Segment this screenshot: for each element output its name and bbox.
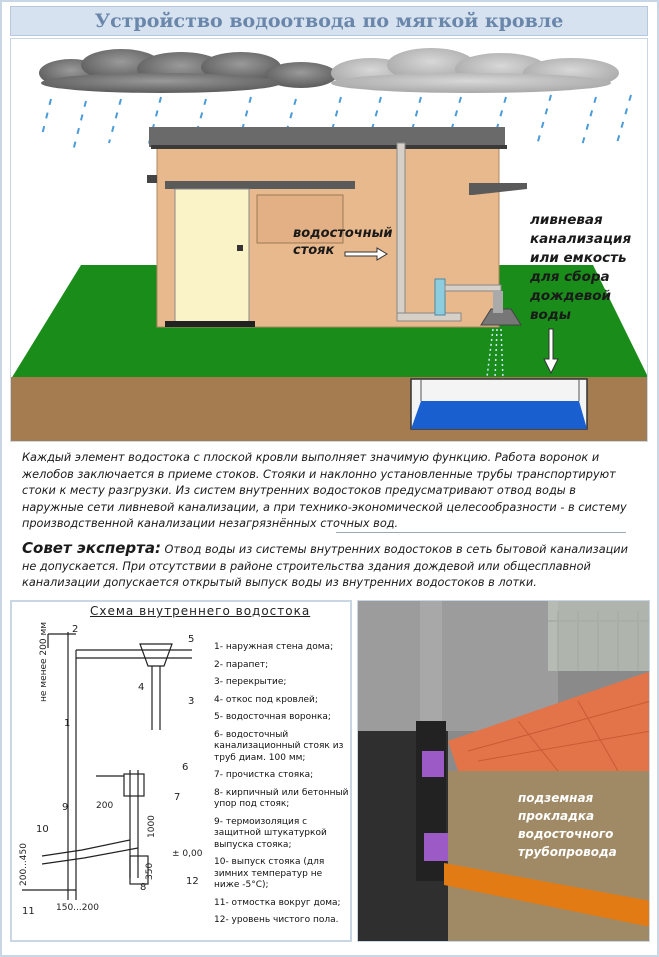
downpipe-top: [420, 601, 442, 721]
legend-item: 1- наружная стена дома;: [214, 642, 334, 652]
legend-item: 8- кирпичный или бетонный упор под стояк…: [214, 787, 349, 810]
house-drainage-illustration: водосточный стояк ливневая канализация и…: [10, 38, 648, 442]
num-10: 10: [36, 824, 49, 835]
legend-item: 9- термоизоляция с защитной штукатуркой …: [214, 816, 327, 850]
purple-fitting-bottom: [424, 833, 448, 861]
dim-200-450: 200...450: [19, 843, 29, 886]
label-storm-line4: для сбора: [530, 269, 610, 285]
label-storm-line2: канализация: [530, 231, 632, 247]
house-scene-svg: [11, 39, 647, 441]
num-2: 2: [72, 624, 78, 635]
photo-caption-line1: подземная: [518, 791, 594, 805]
schema-legend: 1- наружная стена дома; 2- парапет; 3- п…: [214, 642, 350, 933]
label-storm-line5: дождевой: [530, 288, 611, 304]
legend-item: 2- парапет;: [214, 659, 269, 670]
dim-350: 350: [145, 863, 155, 880]
num-1: 1: [64, 718, 70, 729]
paving-lines: [467, 700, 649, 772]
advice-text: Отвод воды из системы внутренних водосто…: [22, 543, 628, 589]
underground-tank: [410, 378, 588, 430]
drip-lines: [486, 328, 504, 380]
label-storm-line1: ливневая: [530, 212, 603, 228]
dark-cloud: [39, 49, 337, 93]
label-storm-sewer: ливневая канализация или емкость для сбо…: [530, 211, 631, 325]
legend-item: 4- откос под кровлей;: [214, 694, 318, 705]
num-4: 4: [138, 682, 144, 693]
dim-150-200: 150...200: [56, 903, 99, 913]
house: [147, 127, 527, 328]
label-storm-line3: или емкость: [530, 250, 627, 266]
label-downpipe-line2: стояк: [293, 243, 335, 258]
legend-item: 3- перекрытие;: [214, 677, 287, 687]
num-8: 8: [140, 882, 146, 893]
legend-item: 11- отмостка вокруг дома;: [214, 897, 341, 908]
dim-200: 200: [96, 801, 113, 811]
internal-drain-schema: Схема внутреннего водостока: [10, 600, 352, 942]
advice-heading: Совет эксперта:: [22, 539, 161, 557]
underground-pipe-photo: подземная прокладка водосточного трубопр…: [357, 600, 650, 942]
num-3: 3: [188, 696, 194, 707]
dim-zero: ± 0,00: [172, 849, 203, 859]
num-11: 11: [22, 906, 35, 917]
label-arrows: [344, 247, 559, 375]
photo-caption-line4: трубопровода: [518, 845, 617, 859]
dim-1000: 1000: [147, 815, 157, 838]
schema-drawing: 2 5 3 4 1 6 7 9 10 8 11 12 не менее 200 …: [19, 622, 203, 917]
photo-caption-line2: прокладка: [518, 809, 595, 823]
light-cloud: [331, 48, 619, 93]
downpipe: [396, 142, 522, 326]
page-title: Устройство водоотвода по мягкой кровле: [10, 6, 648, 36]
label-downpipe-line1: водосточный: [293, 226, 393, 241]
legend-item: 5- водосточная воронка;: [214, 712, 331, 722]
photo-caption: подземная прокладка водосточного трубопр…: [518, 789, 617, 861]
purple-fitting-top: [422, 751, 444, 777]
num-12: 12: [186, 876, 199, 887]
legend-item: 7- прочистка стояка;: [214, 770, 314, 780]
num-6: 6: [182, 762, 188, 773]
dim-min200: не менее 200 мм: [39, 622, 49, 702]
photo-caption-line3: водосточного: [518, 827, 614, 841]
expert-advice: Совет эксперта: Отвод воды из системы вн…: [22, 540, 632, 592]
num-7: 7: [174, 792, 180, 803]
schema-title: Схема внутреннего водостока: [90, 604, 311, 618]
num-9: 9: [62, 802, 68, 813]
divider: [336, 532, 626, 533]
label-downpipe: водосточный стояк: [293, 225, 393, 259]
photo-svg: [358, 601, 649, 941]
legend-item: 6- водосточный канализационный стояк из …: [214, 729, 344, 763]
paving: [448, 671, 649, 771]
intro-paragraph: Каждый элемент водостока с плоской кровл…: [22, 451, 627, 530]
num-5: 5: [188, 634, 194, 645]
orange-pipe: [444, 863, 649, 927]
schema-numbers: 2 5 3 4 1 6 7 9 10 8 11 12: [22, 624, 199, 917]
legend-item: 10- выпуск стояка (для зимних температур…: [214, 857, 325, 890]
legend-item: 12- уровень чистого пола.: [214, 915, 339, 925]
label-storm-line6: воды: [530, 307, 571, 323]
schema-dims: не менее 200 мм 200 1000 350 200...450 1…: [19, 622, 203, 913]
